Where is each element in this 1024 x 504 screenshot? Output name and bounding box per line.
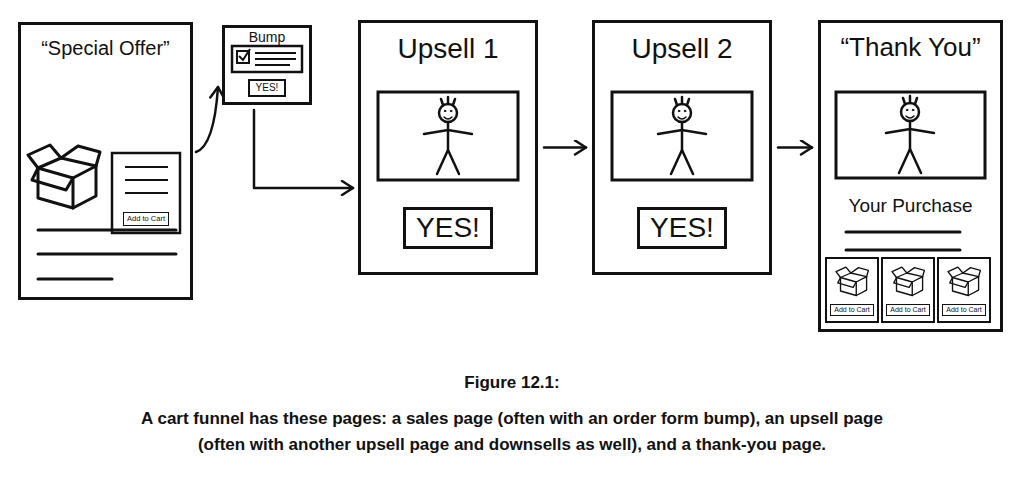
stick-figure <box>886 96 934 173</box>
thank-you-page: “Thank You” Your PurchaseAdd to Cart Add t… <box>818 20 1003 332</box>
product-tile <box>826 258 878 322</box>
figure-caption: A cart funnel has these pages: a sales p… <box>117 406 907 457</box>
button-label: YES! <box>256 82 279 93</box>
box-icon <box>836 267 868 295</box>
button-label: Add to Cart <box>890 306 925 313</box>
bump-lines <box>255 53 296 65</box>
flow-arrow <box>254 110 353 188</box>
flow-arrow <box>778 146 812 149</box>
text-lines <box>38 230 176 279</box>
form-lines <box>125 167 168 193</box>
yes-button: YES! <box>403 207 493 249</box>
page-heading: Upsell 2 <box>595 33 769 65</box>
page-subheading: Your Purchase <box>821 195 1000 217</box>
yes-button: YES! <box>637 207 727 249</box>
stick-figure <box>658 97 706 174</box>
add-to-cart-button: Add to Cart <box>123 212 169 227</box>
video-frame <box>836 92 985 178</box>
button-label: YES! <box>650 212 714 243</box>
page-heading: Bump <box>225 29 309 45</box>
button-label: Add to Cart <box>127 214 165 223</box>
stick-figure <box>424 97 472 174</box>
button-label: Add to Cart <box>946 306 981 313</box>
video-frame <box>612 92 752 180</box>
add-to-cart-button: Add to Cart <box>886 304 929 316</box>
page-heading: “Special Offer” <box>21 37 190 60</box>
bump-offer <box>232 46 302 72</box>
page-heading: “Thank You” <box>821 33 1000 63</box>
upsell-page: Upsell 2 YES! <box>592 20 772 275</box>
upsell-page: Upsell 1 YES! <box>358 20 538 275</box>
add-to-cart-button: Add to Cart <box>830 304 873 316</box>
button-label: Add to Cart <box>834 306 869 313</box>
box-icon <box>948 267 980 295</box>
box-icon <box>28 145 100 208</box>
video-frame <box>378 92 518 180</box>
order-form <box>112 153 180 233</box>
yes-button: YES! <box>248 79 287 97</box>
purchase-lines <box>846 232 960 250</box>
flow-arrow <box>544 146 586 149</box>
box-icon <box>892 267 924 295</box>
button-label: YES! <box>416 212 480 243</box>
product-tile <box>882 258 934 322</box>
bump-box: BumpYES! <box>222 25 312 105</box>
checkmark <box>239 49 250 60</box>
flow-arrow <box>196 87 218 152</box>
page-heading: Upsell 1 <box>361 33 535 65</box>
product-tile <box>938 258 990 322</box>
figure-title: Figure 12.1: <box>0 370 1024 396</box>
sales-page: “Special Offer” Add to Cart <box>18 22 193 300</box>
add-to-cart-button: Add to Cart <box>942 304 985 316</box>
